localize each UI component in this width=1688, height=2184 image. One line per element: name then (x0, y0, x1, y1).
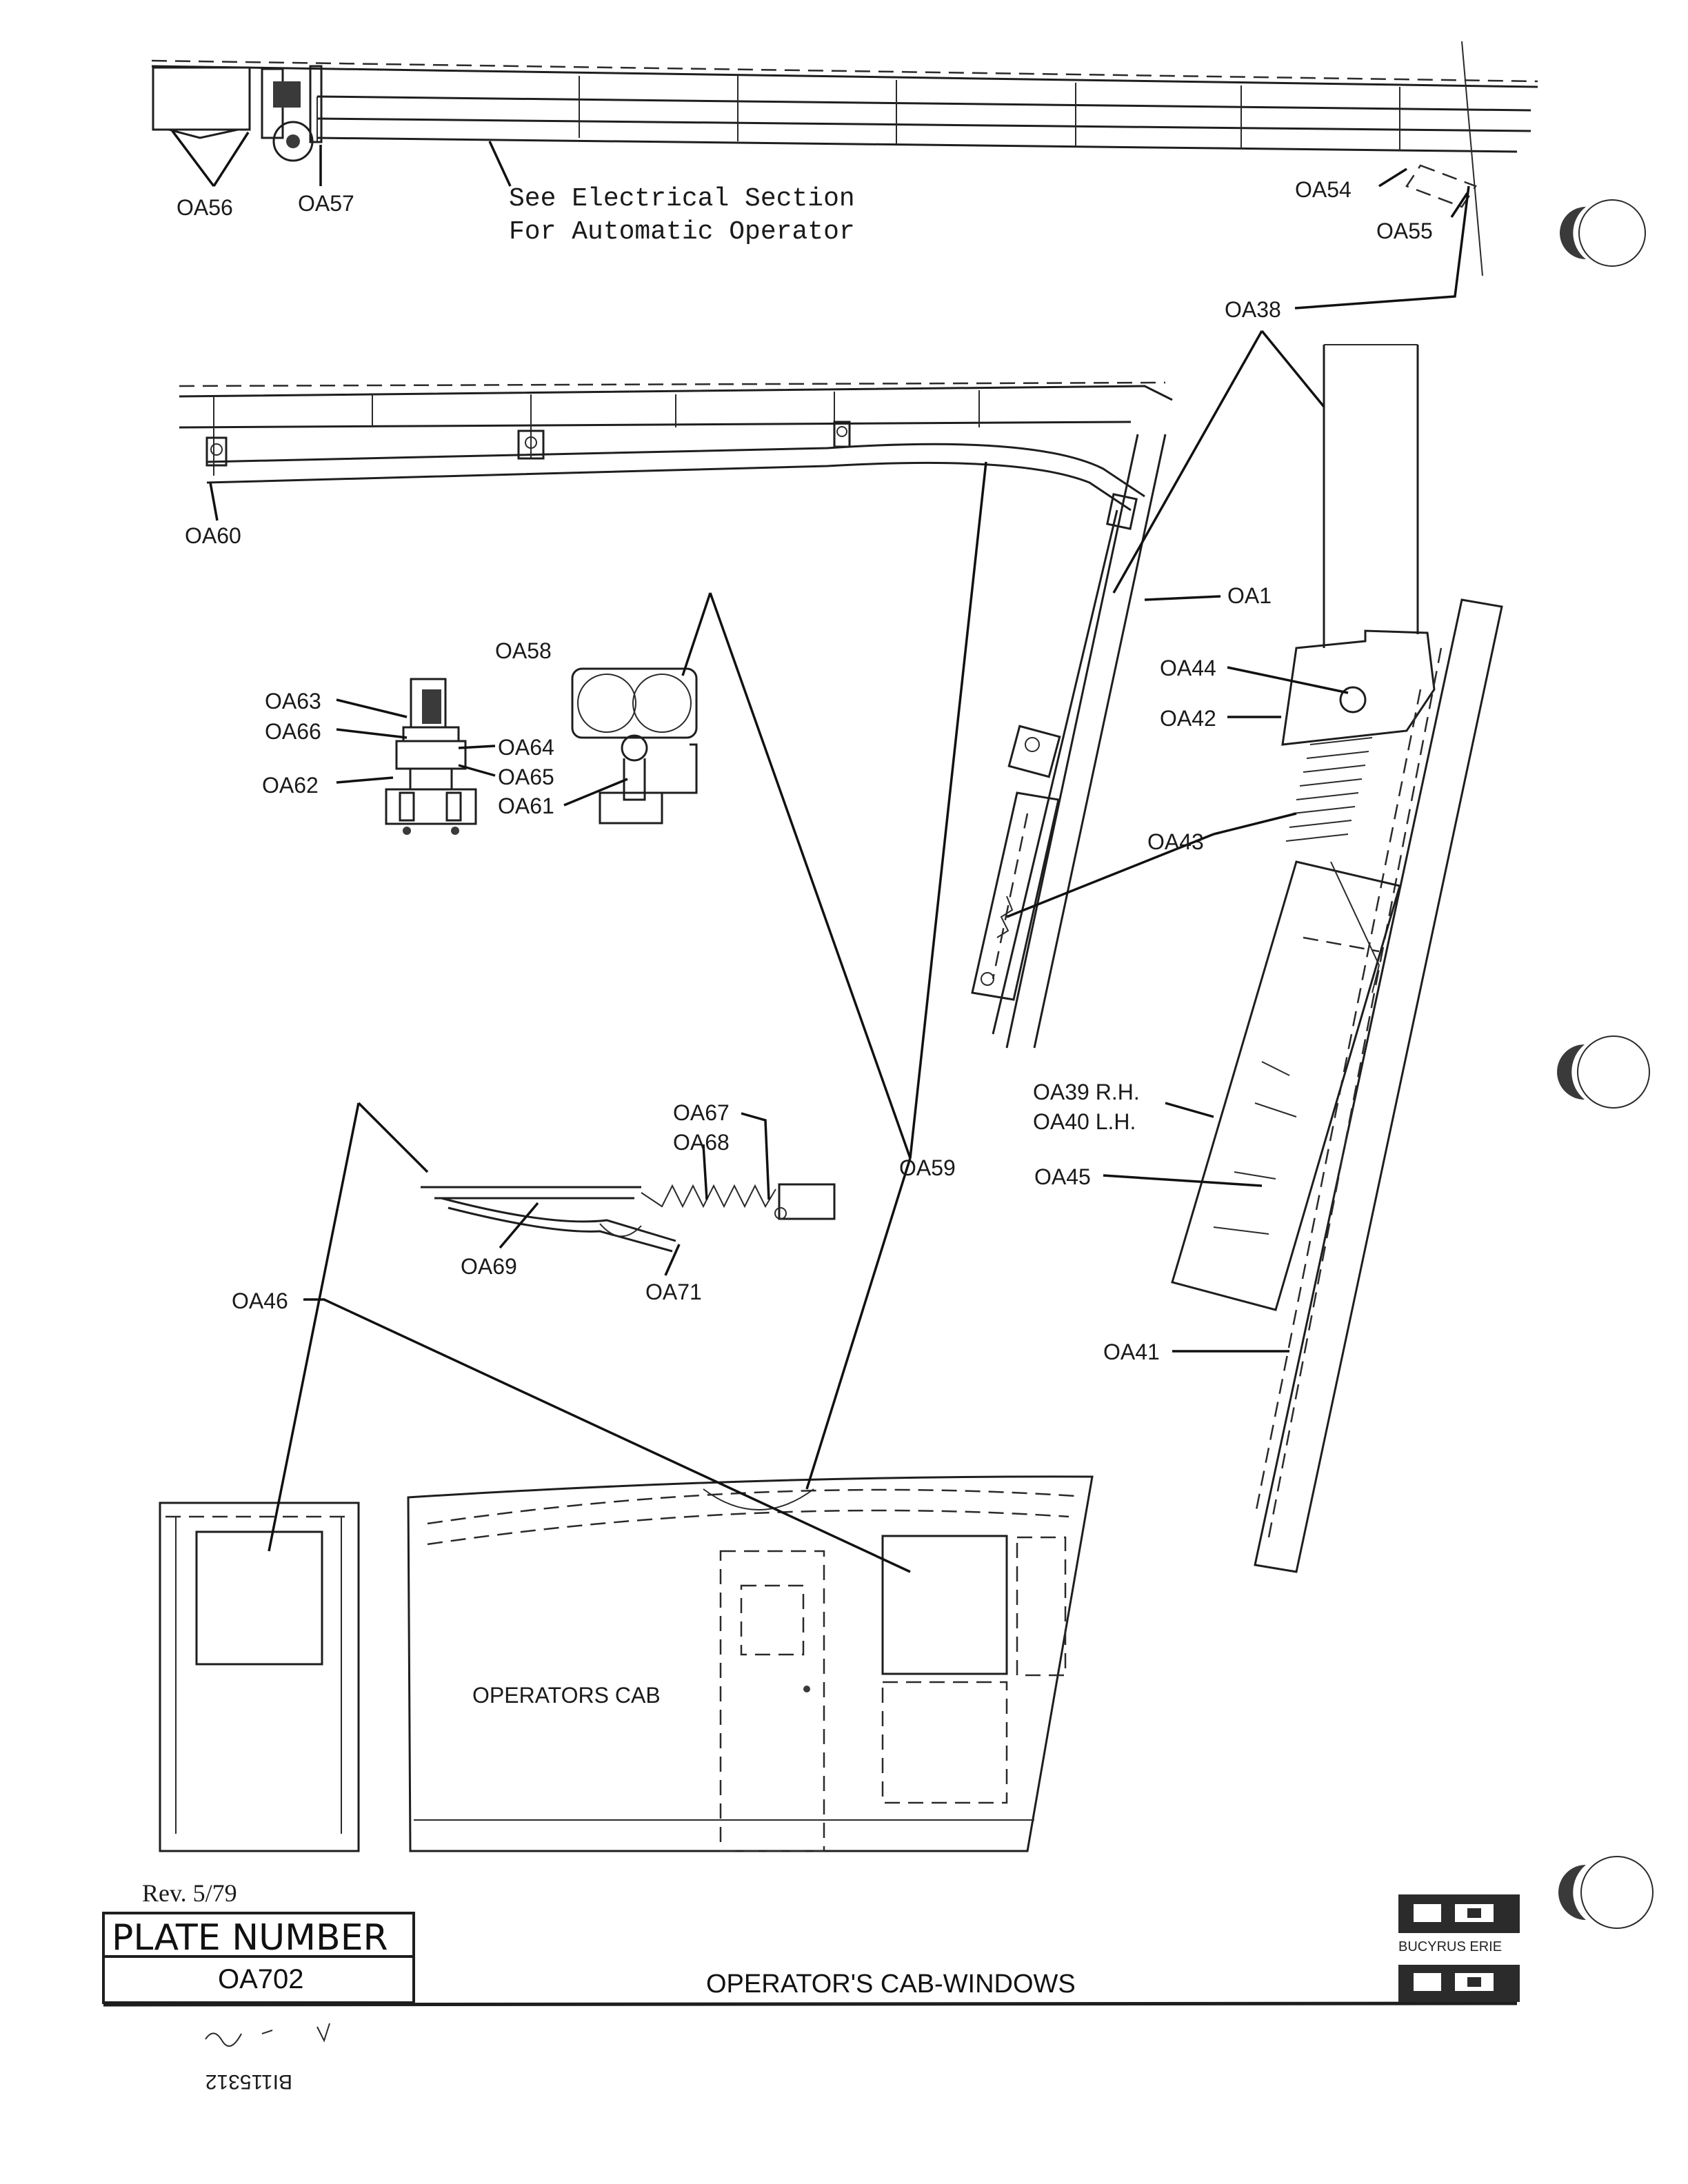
label-oa64: OA64 (498, 735, 554, 760)
label-oa65: OA65 (498, 765, 554, 789)
label-oa63: OA63 (265, 689, 321, 714)
logo-text: BUCYRUS ERIE (1398, 1939, 1502, 1954)
vertical-sash-assembly (1171, 344, 1503, 1573)
plate-number-heading: PLATE NUMBER (112, 1917, 388, 1959)
label-oa59: OA59 (899, 1155, 956, 1180)
operator-assembly-detail (385, 678, 477, 835)
document-id: BI115312 (205, 2070, 292, 2093)
label-oa58: OA58 (495, 638, 552, 663)
label-oa68: OA68 (673, 1130, 730, 1155)
part-labels: OA56 OA57 OA54 OA55 OA38 OA60 OA1 OA58 O… (177, 177, 1433, 1708)
label-oa69: OA69 (461, 1254, 517, 1279)
label-oa45: OA45 (1034, 1164, 1091, 1189)
center-sash-assembly (971, 725, 1061, 1001)
label-oa60: OA60 (185, 523, 241, 548)
handwritten-mark (205, 2023, 330, 2047)
sash-track-assembly (179, 381, 1173, 1049)
linkage-detail (421, 1183, 836, 1253)
drawing-title: OPERATOR'S CAB-WINDOWS (706, 1970, 1076, 1999)
top-track-assembly (151, 41, 1538, 276)
label-oa55: OA55 (1376, 219, 1433, 243)
label-oa39: OA39 R.H. (1033, 1080, 1140, 1104)
bucyrus-erie-logo: BUCYRUS ERIE (1398, 1894, 1520, 2002)
electrical-note-line2: For Automatic Operator (509, 217, 855, 247)
label-oa44: OA44 (1160, 656, 1216, 680)
label-oa57: OA57 (298, 191, 354, 216)
electrical-note-line1: See Electrical Section (509, 184, 855, 214)
label-oa40: OA40 L.H. (1033, 1109, 1136, 1134)
label-oa61: OA61 (498, 793, 554, 818)
cab-label: OPERATORS CAB (472, 1683, 661, 1708)
label-oa62: OA62 (262, 773, 319, 798)
label-oa1: OA1 (1227, 583, 1272, 608)
label-oa41: OA41 (1103, 1339, 1160, 1364)
label-oa71: OA71 (645, 1280, 702, 1304)
label-oa56: OA56 (177, 195, 233, 220)
label-oa67: OA67 (673, 1100, 730, 1125)
revision-label: Rev. 5/79 (142, 1879, 237, 1907)
label-oa43: OA43 (1147, 829, 1204, 854)
label-oa38: OA38 (1225, 297, 1281, 322)
label-oa42: OA42 (1160, 706, 1216, 731)
label-oa46: OA46 (232, 1288, 288, 1313)
leader-lines (171, 130, 1470, 1573)
label-oa66: OA66 (265, 719, 321, 744)
title-block: Rev. 5/79 PLATE NUMBER OA702 OPERATOR'S … (102, 1879, 1520, 2007)
label-oa54: OA54 (1295, 177, 1352, 202)
binder-holes (1557, 199, 1654, 1929)
plate-number-value: OA702 (218, 1964, 304, 1994)
sash-holder-detail (571, 667, 698, 825)
operators-cab (159, 1475, 1094, 1852)
